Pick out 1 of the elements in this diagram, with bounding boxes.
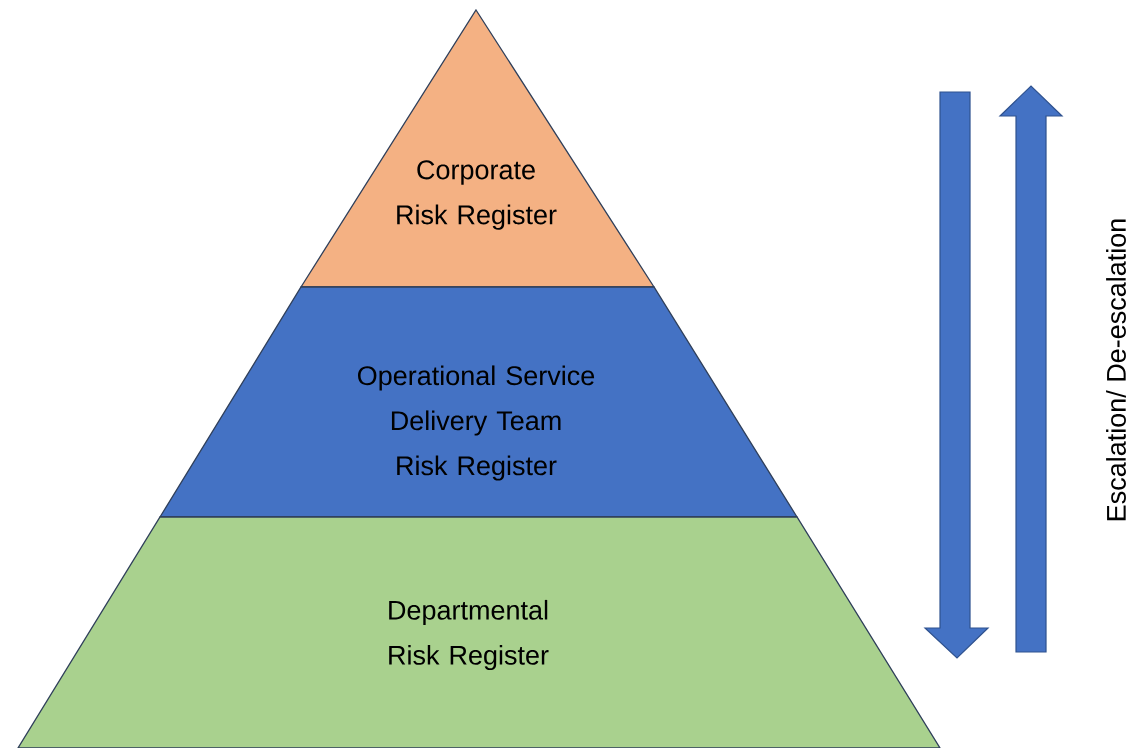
side-label: Escalation/ De-escalation: [1106, 219, 1126, 521]
